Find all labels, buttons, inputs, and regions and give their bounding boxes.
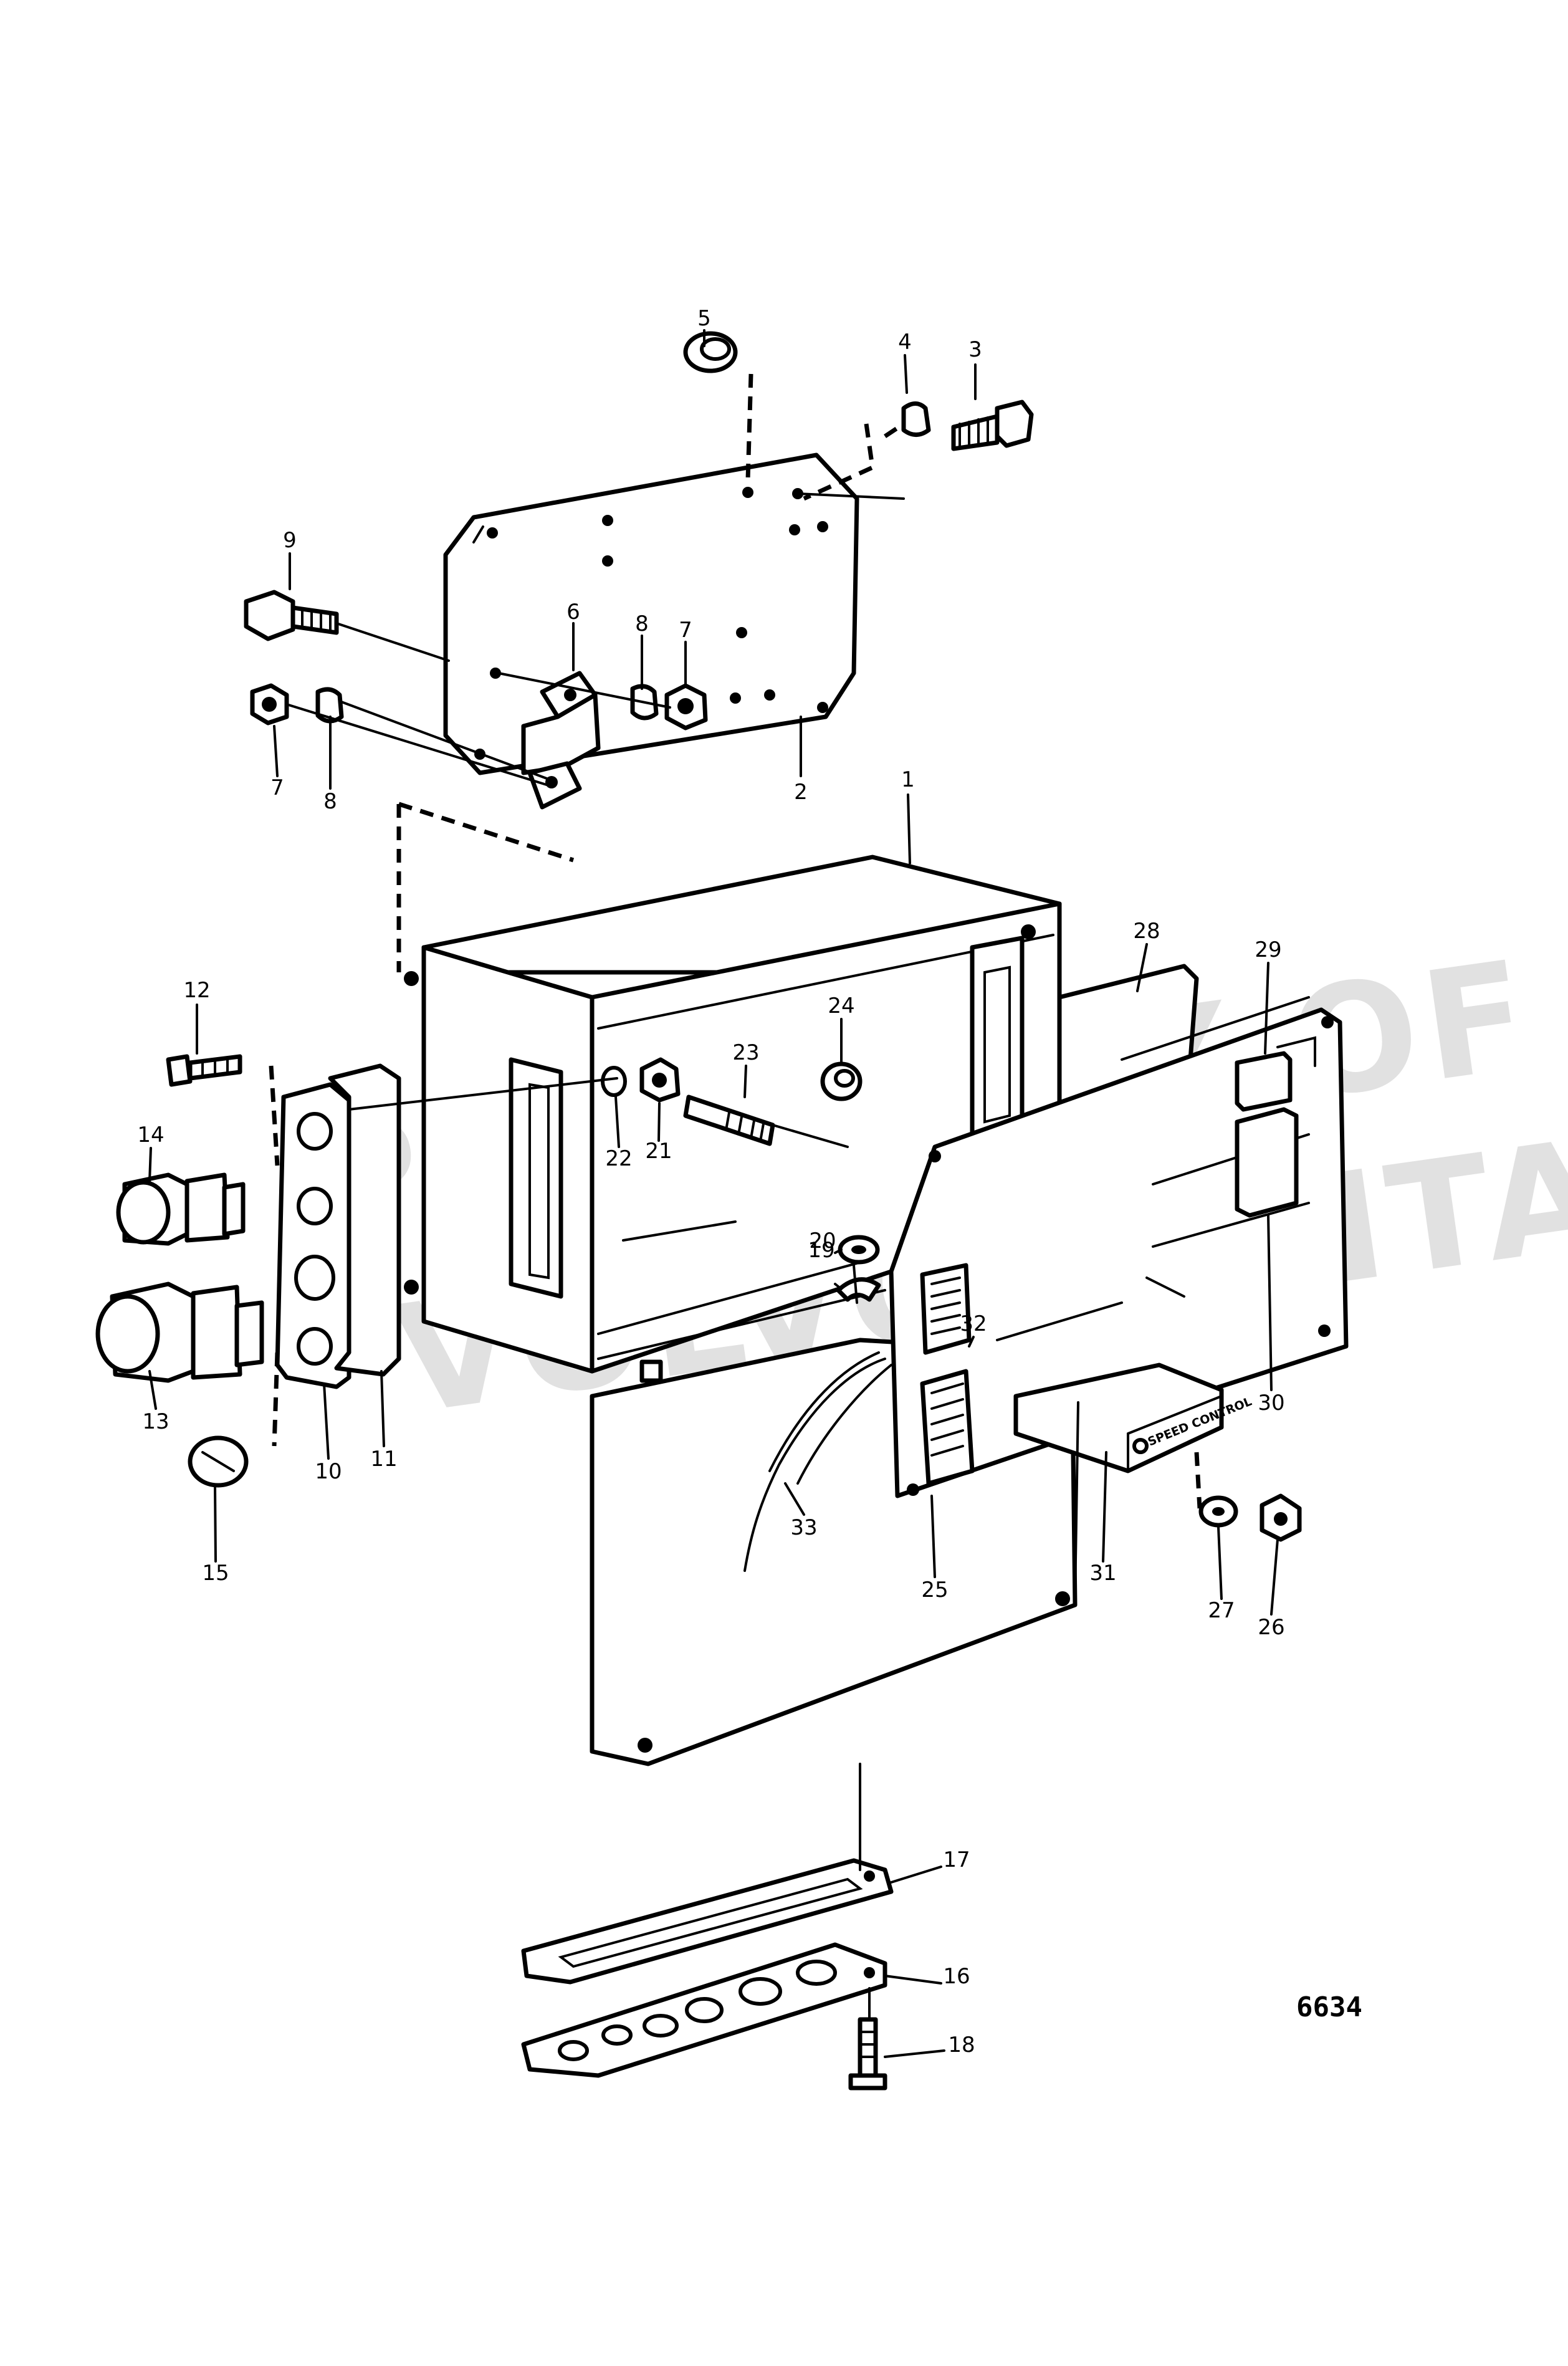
callout-label: 12 bbox=[183, 978, 210, 1003]
callout-label: 16 bbox=[943, 1964, 970, 1989]
nut-7-left bbox=[250, 683, 289, 726]
callout-label: 11 bbox=[370, 1447, 397, 1472]
callout-label: 9 bbox=[283, 528, 297, 553]
callout-label: 26 bbox=[1258, 1615, 1284, 1640]
callout-label: 29 bbox=[1255, 937, 1281, 962]
callout-label: 31 bbox=[1089, 1561, 1116, 1586]
gland-plate-16 bbox=[521, 1942, 887, 2078]
callout-label: 6 bbox=[566, 600, 580, 625]
screw-18 bbox=[848, 2017, 887, 2091]
connector-32-lower bbox=[920, 1369, 975, 1486]
bolt-3 bbox=[951, 400, 1034, 451]
callout-label: 17 bbox=[943, 1847, 970, 1872]
callout-label: 13 bbox=[142, 1409, 169, 1434]
cable-33 bbox=[743, 1351, 892, 1572]
housing-box bbox=[404, 855, 1062, 1374]
callout-label: 30 bbox=[1258, 1391, 1284, 1415]
callout-label: 3 bbox=[968, 337, 982, 362]
bracket bbox=[521, 671, 601, 810]
screw-12 bbox=[166, 1054, 242, 1087]
callout-label: 8 bbox=[635, 611, 649, 636]
callout-label: 22 bbox=[605, 1146, 632, 1171]
callout-label: 23 bbox=[732, 1040, 759, 1065]
lock-washer-4 bbox=[901, 401, 931, 437]
relay-29 bbox=[1235, 1036, 1316, 1112]
callout-label: 19 bbox=[808, 1238, 834, 1263]
callout-label: 7 bbox=[679, 618, 692, 643]
circuit-board bbox=[889, 996, 1349, 1498]
washer-22 bbox=[601, 1066, 627, 1097]
spacer-5 bbox=[683, 331, 738, 373]
callout-label: 8 bbox=[323, 789, 337, 814]
callouts: 1 2 3 4 5 6 7 7 8 8 9 10 11 12 13 14 15 … bbox=[137, 306, 1284, 2057]
callout-label: 21 bbox=[645, 1139, 672, 1164]
washer-27 bbox=[1198, 1495, 1238, 1528]
callout-leaders bbox=[148, 329, 1279, 2058]
callout-label: 18 bbox=[948, 2033, 975, 2057]
figure-number: 6634 bbox=[1296, 1991, 1362, 2023]
bolt-9 bbox=[244, 590, 339, 641]
callout-label: 33 bbox=[790, 1515, 817, 1540]
assembly-lines bbox=[269, 373, 1202, 2021]
callout-label: 25 bbox=[921, 1578, 948, 1602]
stud-23 bbox=[683, 1094, 775, 1146]
cable-gland-14 bbox=[116, 1172, 246, 1246]
ring-19 bbox=[838, 1235, 880, 1265]
cable-gland-13 bbox=[95, 1281, 264, 1383]
spacer-24 bbox=[820, 1061, 863, 1101]
callout-label: 15 bbox=[202, 1561, 229, 1586]
callout-label: 14 bbox=[137, 1123, 164, 1147]
gasket-17 bbox=[521, 1858, 894, 1985]
nut-26 bbox=[1260, 1493, 1302, 1542]
insulation-sheet-28 bbox=[1057, 964, 1199, 1112]
gasket-11 bbox=[328, 1063, 401, 1377]
callout-label: 7 bbox=[270, 775, 284, 800]
callout-label: 5 bbox=[697, 306, 711, 331]
callout-label: 27 bbox=[1208, 1598, 1235, 1623]
callout-label: 24 bbox=[828, 994, 854, 1018]
callout-label: 1 bbox=[901, 767, 915, 792]
mounting-plate bbox=[443, 453, 859, 775]
nut-7-right bbox=[664, 683, 708, 730]
clip-20 bbox=[836, 1277, 881, 1302]
callout-label: 20 bbox=[809, 1228, 836, 1253]
callout-label: 10 bbox=[315, 1459, 342, 1484]
callout-label: 4 bbox=[898, 330, 912, 355]
nut-21 bbox=[639, 1057, 681, 1103]
gland-plate-10 bbox=[275, 1082, 351, 1389]
plug-15 bbox=[188, 1435, 249, 1488]
callout-label: 2 bbox=[794, 780, 808, 805]
callout-label: 28 bbox=[1133, 919, 1160, 944]
callout-label: 32 bbox=[960, 1311, 987, 1336]
lock-washer-8-left bbox=[315, 687, 344, 724]
connector-32-upper bbox=[920, 1263, 972, 1355]
relay-30 bbox=[1235, 1107, 1299, 1218]
